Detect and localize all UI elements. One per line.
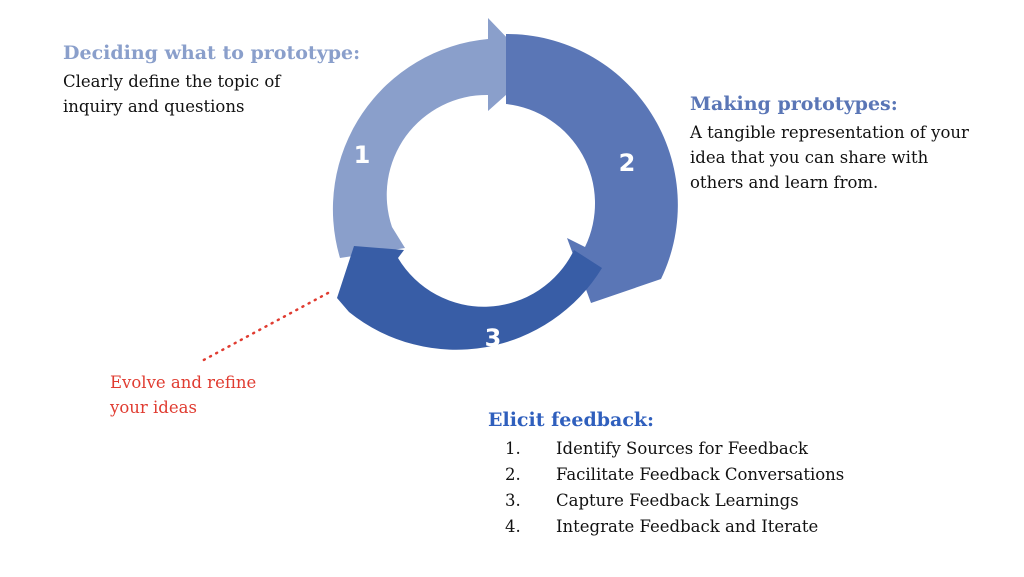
- step1-heading: Deciding what to prototype:: [63, 42, 361, 64]
- evolve-connector-line: [198, 291, 330, 364]
- feedback-step-number: 3.: [505, 491, 521, 510]
- feedback-step-number: 1.: [505, 439, 521, 458]
- step2-heading: Making prototypes:: [690, 93, 898, 115]
- feedback-step-text: Capture Feedback Learnings: [556, 491, 799, 510]
- cycle-step-number-3: 3: [485, 324, 502, 352]
- evolve-note: Evolve and refine your ideas: [110, 373, 257, 417]
- feedback-step-number: 4.: [505, 517, 521, 536]
- step1-description: Clearly define the topic of inquiry and …: [63, 69, 280, 119]
- cycle-step-number-2: 2: [619, 149, 636, 177]
- feedback-step-item: 3. Capture Feedback Learnings: [505, 488, 844, 514]
- step2-description-line: idea that you can share with: [690, 148, 929, 167]
- cycle-step-number-1: 1: [354, 141, 371, 169]
- feedback-step-text: Identify Sources for Feedback: [556, 439, 808, 458]
- step1-description-line: inquiry and questions: [63, 97, 245, 116]
- feedback-step-item: 1. Identify Sources for Feedback: [505, 436, 844, 462]
- step2-description: A tangible representation of your idea t…: [690, 120, 969, 195]
- step1-description-line: Clearly define the topic of: [63, 72, 281, 91]
- cycle-arrow-2: [506, 33, 678, 304]
- feedback-steps-list: 1. Identify Sources for Feedback 2. Facili…: [505, 436, 844, 540]
- feedback-step-text: Integrate Feedback and Iterate: [556, 517, 819, 536]
- feedback-step-item: 4. Integrate Feedback and Iterate: [505, 514, 844, 540]
- step3-heading: Elicit feedback:: [488, 409, 655, 431]
- step2-description-line: A tangible representation of your: [690, 123, 969, 142]
- feedback-step-number: 2.: [505, 465, 521, 484]
- cycle-arrow-3: [337, 246, 602, 350]
- feedback-step-text: Facilitate Feedback Conversations: [556, 465, 845, 484]
- feedback-step-item: 2. Facilitate Feedback Conversations: [505, 462, 844, 488]
- cycle-arrow-1: [332, 18, 536, 258]
- step2-description-line: others and learn from.: [690, 173, 879, 192]
